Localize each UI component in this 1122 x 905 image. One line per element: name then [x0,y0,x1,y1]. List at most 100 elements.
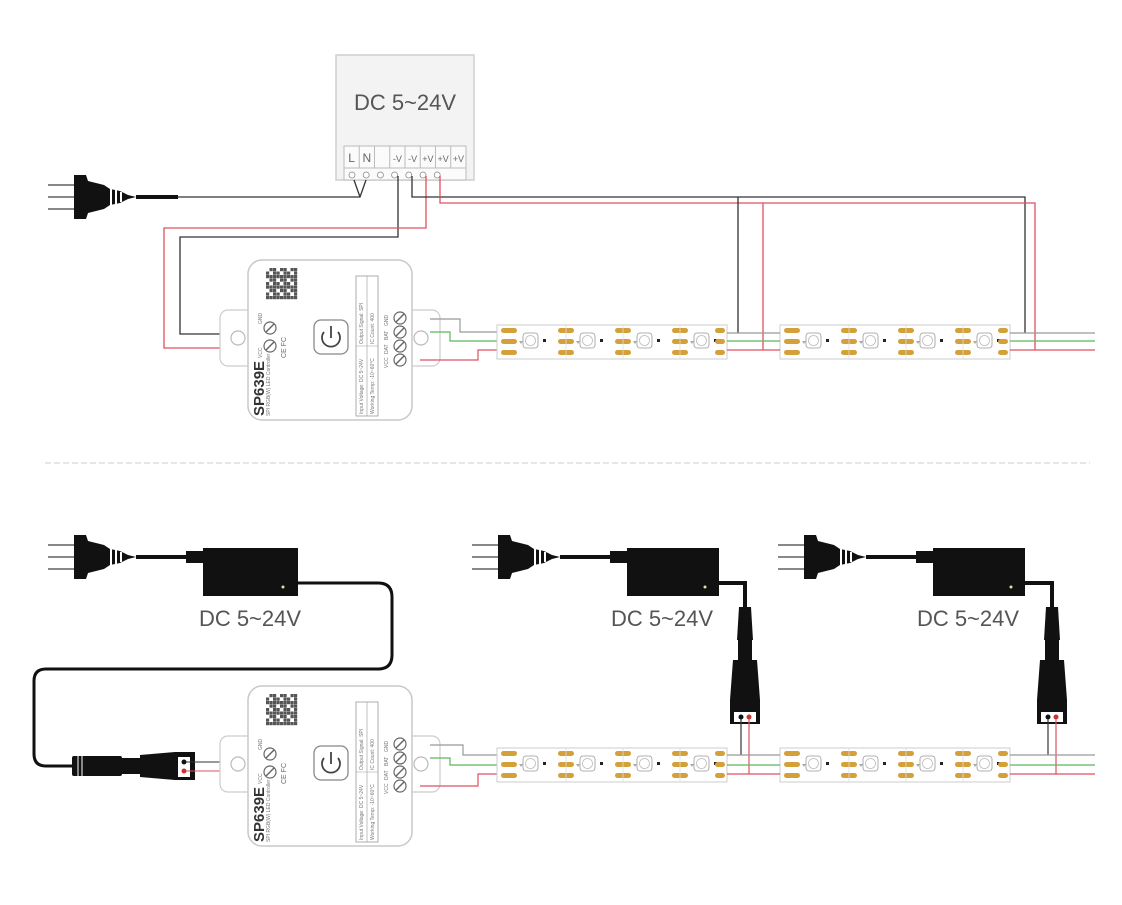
solder-pad [715,751,725,756]
power-adapter-2: DC 5~24V [471,534,760,774]
solder-pad [998,339,1008,344]
ac-plug-icon [47,534,137,580]
qr-cell [287,292,291,296]
terminal-screw-icon [405,171,413,179]
qr-code-icon [266,694,298,726]
qr-cell [276,292,280,296]
qr-cell [273,275,277,279]
qr-cell [294,292,298,296]
qr-cell [280,268,284,272]
terminal-label: VCC [258,347,264,358]
qr-cell [273,704,277,708]
qr-cell [280,711,284,715]
psu-terminal-label: +V [453,154,464,164]
qr-cell [273,282,277,286]
qr-cell [280,722,284,726]
qr-cell [273,289,277,293]
qr-cell [273,285,277,289]
terminal-label: GND [384,315,390,327]
adapter-3-voltage-label: DC 5~24V [917,606,1019,631]
qr-cell [287,711,291,715]
mounting-hole [413,330,429,346]
qr-cell [269,711,273,715]
qr-cell [290,278,294,282]
qr-cell [290,694,294,698]
qr-cell [273,718,277,722]
qr-cell [269,289,273,293]
screw-terminal-icon [393,325,407,339]
screw-terminal-icon [393,751,407,765]
led-strips-top [496,324,1011,360]
terminal-label: VCC [258,773,264,784]
led-strips-bottom [496,747,1011,783]
screw-terminal-icon [393,737,407,751]
spec-text: Input Voltage: DC 5~24V [359,358,365,414]
spec-text: Working Temp: -10~60°C [370,784,376,840]
qr-cell [287,285,291,289]
qr-cell [294,268,298,272]
psu-terminal-label: -V [408,154,417,164]
solder-pad [715,350,725,355]
screw-terminal-icon [393,765,407,779]
psu-terminal-label: N [363,151,372,165]
terminal-label: VCC [384,783,390,794]
qr-cell [269,268,273,272]
qr-cell [280,296,284,300]
solder-pad [715,762,725,767]
qr-cell [294,296,298,300]
qr-cell [269,701,273,705]
qr-cell [266,285,270,289]
qr-cell [287,708,291,712]
adapter-2-voltage-label: DC 5~24V [611,606,713,631]
solder-pad [715,339,725,344]
qr-cell [276,722,280,726]
qr-cell [294,715,298,719]
qr-cell [273,292,277,296]
power-adapter-1: DC 5~24V [32,534,394,780]
qr-cell [283,701,287,705]
certification-marks: CE FC [281,763,288,784]
qr-cell [283,278,287,282]
psu-terminal-label: +V [437,154,448,164]
qr-cell [283,271,287,275]
qr-cell [276,271,280,275]
terminal-label: GND [258,313,264,325]
qr-cell [294,701,298,705]
screw-terminal-icon [393,311,407,325]
solder-pad [998,350,1008,355]
solder-pad [998,751,1008,756]
qr-cell [280,715,284,719]
terminal-label: BAT [384,757,390,766]
qr-cell [290,701,294,705]
qr-cell [266,711,270,715]
qr-cell [276,711,280,715]
solder-pad [998,773,1008,778]
mains-cable [136,179,367,199]
qr-cell [276,701,280,705]
qr-cell [283,718,287,722]
qr-cell [283,285,287,289]
terminal-screw-icon [419,171,427,179]
terminal-label: DAT [384,344,390,354]
psu-terminal-screws [348,171,441,179]
qr-cell [276,708,280,712]
qr-cell [287,701,291,705]
led-strip [779,324,1011,360]
qr-cell [287,722,291,726]
screw-terminal-icon [393,339,407,353]
qr-cell [273,268,277,272]
led-strip [496,324,728,360]
qr-cell [294,282,298,286]
led-strip [779,747,1011,783]
qr-cell [283,711,287,715]
qr-cell [269,285,273,289]
qr-cell [283,268,287,272]
qr-cell [269,694,273,698]
controller-model-label: SP639E [251,361,268,416]
qr-cell [290,711,294,715]
mounting-hole [230,330,246,346]
qr-cell [290,704,294,708]
adapter-1-voltage-label: DC 5~24V [199,606,301,631]
solder-pad [715,773,725,778]
